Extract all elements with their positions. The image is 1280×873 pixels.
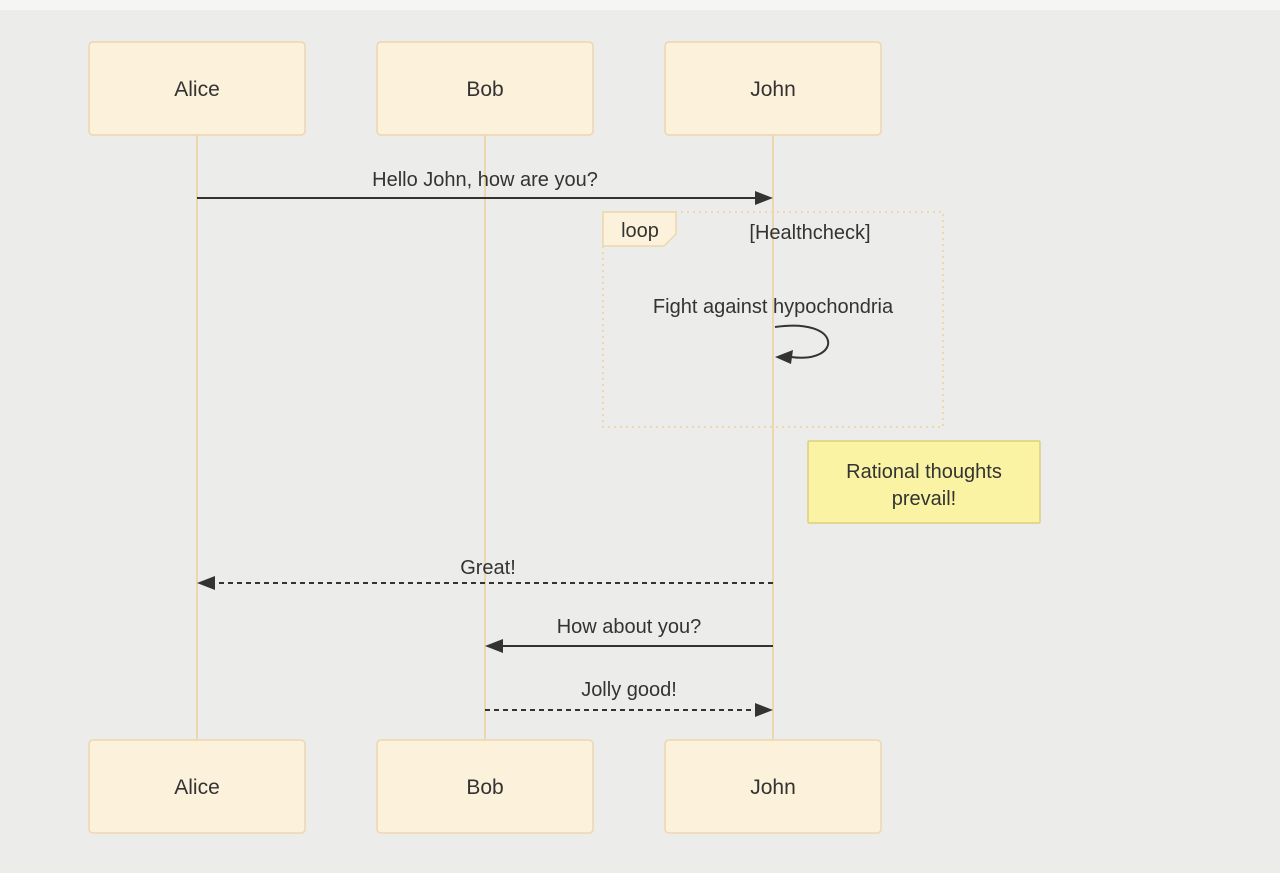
message-jolly-good-label: Jolly good! (581, 679, 677, 701)
note-box (807, 440, 1041, 524)
actor-bottom-alice-label: Alice (174, 776, 220, 799)
message-great-label: Great! (460, 557, 516, 579)
actor-bottom-bob: Bob (376, 739, 594, 834)
message-great: Great! (197, 557, 773, 590)
arrowhead-right-icon (755, 191, 773, 205)
actor-bottom-john-label: John (750, 776, 796, 799)
actor-top-bob-box (376, 41, 594, 136)
note-rational-thoughts: Rational thoughts prevail! (807, 440, 1041, 524)
actor-top-alice-label: Alice (174, 78, 220, 101)
loop-label-text: loop (621, 220, 659, 242)
arrowhead-left-icon (485, 639, 503, 653)
arrowhead-right-icon (755, 703, 773, 717)
note-line-1: Rational thoughts (846, 461, 1002, 483)
self-message-hypochondria: Fight against hypochondria (653, 296, 894, 364)
actor-bottom-bob-label: Bob (466, 776, 503, 799)
message-how-about-you: How about you? (485, 616, 773, 653)
message-jolly-good: Jolly good! (485, 679, 773, 717)
self-message-label: Fight against hypochondria (653, 296, 894, 318)
actor-top-alice-box (88, 41, 306, 136)
actor-bottom-john-box (664, 739, 882, 834)
actor-bottom-alice-box (88, 739, 306, 834)
loop-border (602, 211, 944, 428)
actor-top-john: John (664, 41, 882, 136)
arrowhead-left-icon (197, 576, 215, 590)
actor-bottom-bob-box (376, 739, 594, 834)
actor-bottom-john: John (664, 739, 882, 834)
message-hello-john-label: Hello John, how are you? (372, 169, 598, 191)
actor-top-bob: Bob (376, 41, 594, 136)
self-message-curve (774, 324, 830, 359)
actor-top-alice: Alice (88, 41, 306, 136)
loop-block: loop [Healthcheck] Fight against hypocho… (602, 211, 944, 428)
arrowhead-left-icon (775, 350, 793, 364)
actor-top-john-label: John (750, 78, 796, 101)
top-strip (0, 0, 1280, 10)
note-line-2: prevail! (892, 488, 956, 510)
actor-top-bob-label: Bob (466, 78, 503, 101)
message-how-about-you-label: How about you? (557, 616, 702, 638)
actor-top-john-box (664, 41, 882, 136)
loop-label-tag (602, 211, 677, 247)
message-hello-john: Hello John, how are you? (197, 169, 773, 205)
actor-bottom-alice: Alice (88, 739, 306, 834)
loop-condition-text: [Healthcheck] (749, 222, 870, 244)
